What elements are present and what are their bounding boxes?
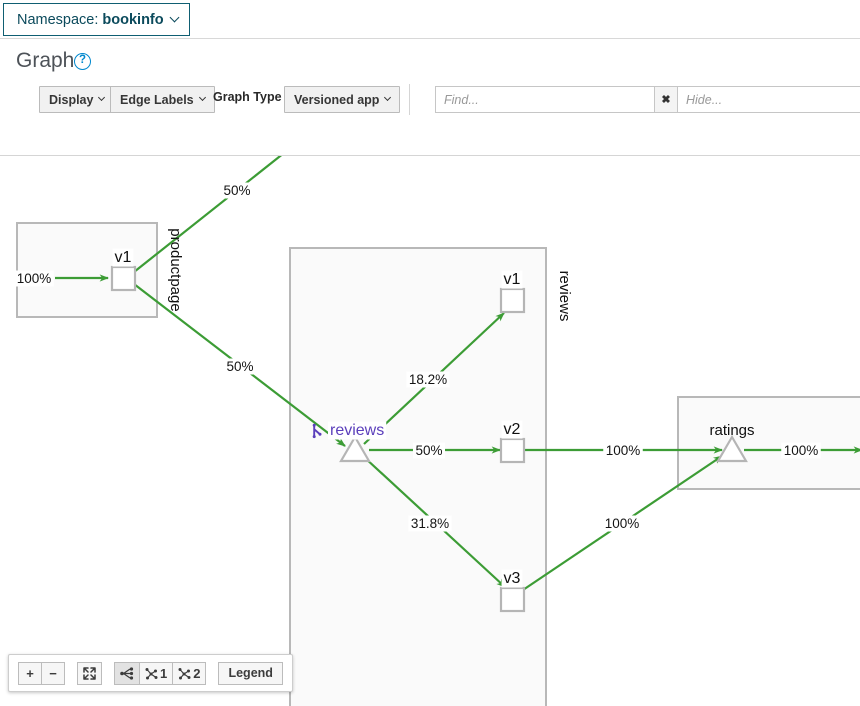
zoom-out-button[interactable]: − xyxy=(41,661,65,685)
edge-label-v2-to-ratings: 100% xyxy=(606,443,641,458)
graph-controls-bar: + − xyxy=(8,654,293,692)
chevron-down-icon xyxy=(98,93,106,102)
namespace-bar: Namespace: bookinfo xyxy=(0,0,860,39)
node-label-backdrop xyxy=(501,420,523,439)
edge-label-backdrop xyxy=(412,442,446,459)
chevron-down-icon xyxy=(384,93,392,102)
legend-button[interactable]: Legend xyxy=(218,661,283,685)
graph-type-dropdown[interactable]: Versioned app xyxy=(284,86,401,113)
page-title: Graph xyxy=(16,49,75,72)
toolbar-divider xyxy=(409,84,410,115)
legend-button-group: Legend xyxy=(218,661,283,685)
node-label-reviews-service: reviews xyxy=(330,422,384,439)
chevron-down-icon xyxy=(198,93,206,102)
edge-label-reviews-to-v1: 18.2% xyxy=(409,372,447,387)
node-reviews-v3[interactable] xyxy=(499,586,526,613)
find-hide-group: ✖ xyxy=(435,86,860,113)
node-reviews-v1[interactable] xyxy=(499,287,526,314)
edge-label-backdrop xyxy=(406,371,450,388)
fit-button-group xyxy=(77,661,102,685)
node-label-reviews-v1: v1 xyxy=(504,271,521,288)
zoom-in-button[interactable]: + xyxy=(18,661,42,685)
edge-label-v3-to-ratings: 100% xyxy=(605,516,640,531)
fit-to-screen-button[interactable] xyxy=(77,661,102,685)
namespace-value: bookinfo xyxy=(102,11,164,28)
edge-label-reviews-to-v3: 31.8% xyxy=(411,516,449,531)
edge-label-productpage-to-reviews: 50% xyxy=(226,359,253,374)
layout-dagre-icon xyxy=(120,666,134,680)
node-reviews-v2[interactable] xyxy=(499,437,526,464)
zoom-button-group: + − xyxy=(18,661,65,685)
layout-cola-1-button[interactable]: 1 xyxy=(139,661,174,685)
node-label-reviews-service-group: reviews xyxy=(312,421,387,440)
clear-find-button[interactable]: ✖ xyxy=(654,86,678,113)
edge-productpage-to-offscreen-top[interactable] xyxy=(133,156,284,273)
edge-label-ingress-to-productpage: 100% xyxy=(17,271,52,286)
node-label-backdrop xyxy=(328,421,387,440)
edge-label-backdrop xyxy=(603,442,643,459)
page-header: Graph ? xyxy=(0,39,860,82)
find-input[interactable] xyxy=(435,86,654,113)
group-label-productpage: productpage xyxy=(167,228,184,311)
expand-arrows-icon xyxy=(83,666,96,680)
chevron-down-icon xyxy=(169,12,180,23)
group-ratings[interactable] xyxy=(677,396,860,490)
edge-labels-dropdown[interactable]: Edge Labels xyxy=(110,86,215,113)
edge-label-ratings-to-offscreen: 100% xyxy=(784,443,819,458)
graph-type-label: Graph Type xyxy=(213,90,282,104)
node-label-reviews-v3: v3 xyxy=(504,570,521,587)
namespace-label: Namespace: xyxy=(17,11,99,28)
layout-cola-2-label: 2 xyxy=(193,665,201,681)
group-reviews[interactable] xyxy=(289,247,547,706)
hide-input[interactable] xyxy=(678,86,860,113)
edge-label-backdrop xyxy=(220,182,254,199)
namespace-selector[interactable]: Namespace: bookinfo xyxy=(3,3,190,36)
node-label-productpage-v1: v1 xyxy=(115,249,132,266)
layout-cola-2-button[interactable]: 2 xyxy=(172,661,207,685)
graph-canvas[interactable]: v1 v1 v2 v3 ratings reviews productpage … xyxy=(0,155,860,706)
edge-label-backdrop xyxy=(223,358,257,375)
layout-button-group: 1 2 xyxy=(114,661,207,685)
node-label-backdrop xyxy=(501,569,523,588)
edge-label-backdrop xyxy=(408,515,452,532)
edge-label-reviews-to-v2: 50% xyxy=(415,443,442,458)
graph-type-value: Versioned app xyxy=(294,92,380,107)
layout-dagre-button[interactable] xyxy=(114,661,140,685)
layout-graph-icon xyxy=(145,667,160,680)
display-dropdown[interactable]: Display xyxy=(39,86,115,113)
graph-svg: v1 v1 v2 v3 ratings reviews productpage … xyxy=(14,156,860,706)
edge-label-backdrop xyxy=(14,270,54,287)
graph-toolbar: Display Edge Labels Graph Type Versioned… xyxy=(0,84,860,122)
node-reviews-service[interactable] xyxy=(339,434,371,463)
node-label-ratings-service: ratings xyxy=(709,422,754,439)
display-dropdown-label: Display xyxy=(49,92,94,107)
group-label-reviews: reviews xyxy=(556,271,573,322)
node-ratings-service[interactable] xyxy=(716,434,748,463)
virtual-service-icon xyxy=(312,423,322,439)
layout-cola-1-label: 1 xyxy=(160,665,168,681)
node-label-backdrop xyxy=(501,270,523,289)
layout-graph-icon xyxy=(178,667,193,680)
edge-labels-dropdown-label: Edge Labels xyxy=(120,92,194,107)
question-circle-icon[interactable]: ? xyxy=(74,53,91,70)
node-productpage-v1[interactable] xyxy=(110,265,137,292)
node-label-reviews-v2: v2 xyxy=(504,421,521,438)
edge-label-backdrop xyxy=(602,515,642,532)
edge-label-productpage-to-offscreen-top: 50% xyxy=(223,183,250,198)
node-label-backdrop xyxy=(112,248,134,267)
edge-label-backdrop xyxy=(781,442,821,459)
